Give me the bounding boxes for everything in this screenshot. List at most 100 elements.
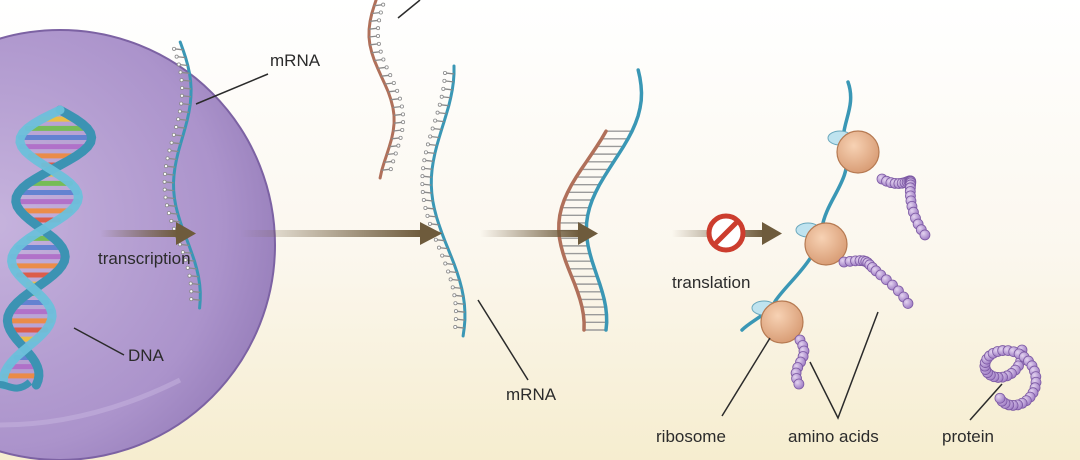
nuclear-mrna-base-cap — [165, 156, 170, 161]
antisense-rna-top-base-cap — [396, 143, 401, 148]
cytoplasmic-mrna-base-cap — [446, 269, 451, 274]
antisense-rna-top-base-cap — [378, 10, 383, 15]
cytoplasmic-mrna-base-cap — [448, 277, 453, 282]
cytoplasmic-mrna-base-cap — [433, 237, 438, 242]
nuclear-mrna-base-cap — [162, 179, 167, 184]
antisense-rna-top-base-cap — [399, 104, 404, 109]
nuclear-mrna-base-cap — [189, 289, 194, 294]
nuclear-mrna-backbone — [171, 40, 202, 310]
cytoplasmic-mrna-base-cap — [421, 166, 426, 171]
nuclear-mrna-base-cap — [163, 195, 168, 200]
dna-strand-b — [0, 105, 83, 390]
nuclear-mrna-base-cap — [174, 125, 179, 130]
nuclear-mrna-base-cap — [179, 78, 184, 83]
nuclear-mrna-base-cap — [183, 258, 188, 263]
nuclear-mrna-base-cap — [167, 148, 172, 153]
nuclear-mrna-base-cap — [177, 109, 182, 114]
nuclear-mrna-base-cap — [162, 171, 167, 176]
nuclear-mrna-base-cap — [185, 265, 190, 270]
nuclear-mrna-base-cap — [162, 187, 167, 192]
nuclear-mrna-base-cap — [174, 54, 179, 59]
cytoplasmic-mrna-base-cap — [453, 325, 458, 330]
cytoplasmic-mrna-base-cap — [453, 301, 458, 306]
transcription-arrow — [100, 222, 196, 245]
nuclear-mrna-base-cap — [176, 117, 181, 122]
antisense-rna-top-base-cap — [381, 2, 386, 7]
antisense-rna-top-base-cap — [377, 18, 382, 23]
antisense-rna-top-base-cap — [388, 167, 393, 172]
amino-acid — [902, 298, 914, 309]
cytoplasmic-mrna-base-cap — [441, 86, 446, 91]
nuclear-mrna-base-cap — [180, 85, 185, 90]
nuclear-mrna-base-cap — [179, 101, 184, 106]
nuclear-mrna-base-cap — [172, 226, 177, 231]
cytoplasmic-mrna-base-cap — [430, 126, 435, 131]
annealing-arrow — [480, 222, 598, 245]
cytoplasmic-mrna-base-cap — [423, 150, 428, 155]
mrna-top-label: mRNA — [270, 51, 321, 70]
nuclear-mrna-base-cap — [164, 203, 169, 208]
dna-helix — [0, 105, 97, 392]
nuclear-mrna-base-cap — [178, 70, 183, 75]
dna-leader — [73, 327, 125, 356]
amino-acids-label: amino acids — [788, 427, 879, 446]
cytoplasmic-mrna-base-cap — [450, 285, 455, 290]
amino-acid — [793, 378, 805, 390]
nuclear-mrna-base-cap — [166, 211, 171, 216]
nuclear-mrna-base-cap — [179, 93, 184, 98]
antisense-rna-top-base-cap — [395, 88, 400, 93]
double-stranded-rna — [557, 68, 644, 332]
cytoplasmic-mrna-base-cap — [420, 174, 425, 179]
cytoplasmic-mrna-base-cap — [452, 293, 457, 298]
mrna-bottom-label: mRNA — [506, 385, 557, 404]
cytoplasmic-mrna-base-cap — [453, 309, 458, 314]
export-arrow — [240, 222, 442, 245]
nuclear-mrna-base-cap — [187, 273, 192, 278]
cytoplasmic-mrna-base-cap — [440, 253, 445, 258]
ribosome — [836, 130, 880, 174]
ribosome-leader — [721, 337, 771, 417]
cytoplasmic-mrna-base-cap — [439, 94, 444, 99]
nuclear-mrna-base-cap — [171, 132, 176, 137]
protein-leader — [969, 383, 1003, 421]
cytoplasmic-mrna-base-cap — [433, 118, 438, 123]
nuclear-mrna-base-cap — [189, 297, 194, 302]
cytoplasmic-mrna-base-cap — [437, 102, 442, 107]
antisense-rna-top-base-cap — [398, 135, 403, 140]
antisense-rna-top-base-cap — [381, 57, 386, 62]
cytoplasmic-mrna-base-cap — [421, 197, 426, 202]
cytoplasmic-mrna-base-cap — [442, 78, 447, 83]
antisense-rna-top-base-cap — [376, 34, 381, 39]
nuclear-mrna-base-cap — [176, 62, 181, 67]
top-strand-leader — [397, 0, 421, 19]
amino-acid-chain-1 — [876, 173, 931, 241]
nuclear-mrna-base-cap — [172, 46, 177, 51]
nuclear-mrna-base-cap — [169, 218, 174, 223]
nuclear-mrna-base-cap — [177, 242, 182, 247]
prohibit-icon — [706, 213, 746, 253]
cytoplasmic-mrna-base-cap — [422, 158, 427, 163]
antisense-rna-top — [367, 0, 406, 180]
antisense-rna-top-base-cap — [378, 49, 383, 54]
antisense-rna-top-base-cap — [376, 41, 381, 46]
antisense-rna-top-base-cap — [401, 120, 406, 125]
nuclear-mrna-base-cap — [188, 281, 193, 286]
polysome — [740, 80, 931, 390]
cytoplasmic-mrna-base-cap — [442, 70, 447, 75]
antisense-rna-strands — [367, 0, 406, 180]
cytoplasmic-mrna-base-cap — [420, 190, 425, 195]
antisense-rna-top-base-cap — [397, 96, 402, 101]
cytoplasmic-mrna-base-cap — [427, 221, 432, 226]
cytoplasmic-mrna-base-cap — [425, 142, 430, 147]
dna-label: DNA — [128, 346, 165, 365]
protein-chain — [979, 344, 1042, 411]
ribosome-label: ribosome — [656, 427, 726, 446]
cytoplasmic-mrna-base-cap — [420, 182, 425, 187]
translation-label: translation — [672, 273, 750, 292]
nuclear-mrna-base-cap — [164, 164, 169, 169]
transcription-label: transcription — [98, 249, 191, 268]
cytoplasmic-mrna-base-cap — [453, 317, 458, 322]
cytoplasmic-mrna-base-cap — [428, 134, 433, 139]
ribosome — [804, 222, 848, 266]
